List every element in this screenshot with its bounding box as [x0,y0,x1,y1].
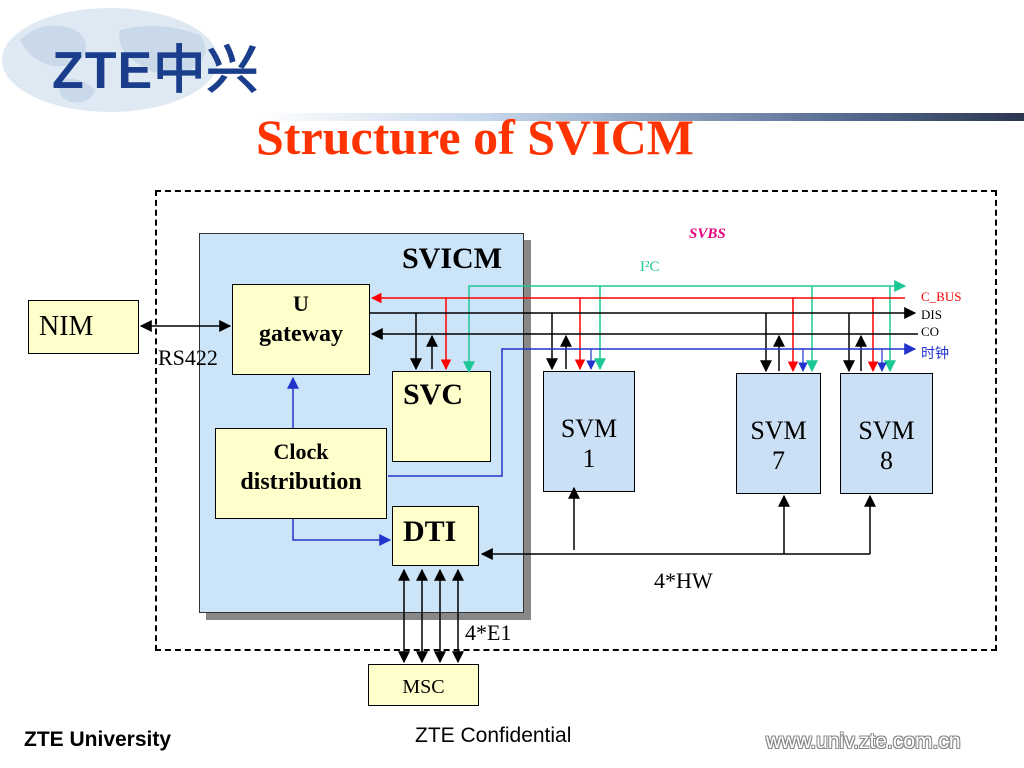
dti-box: DTI [392,506,479,566]
co-label: CO [921,324,940,339]
svm8-line2: 8 [880,446,893,475]
nim-box: NIM [28,300,139,354]
logo-text: ZTE中兴 [52,42,260,100]
u-gateway-line2: gateway [259,321,343,347]
svm7-box: SVM 7 [736,373,821,494]
clock-line2: distribution [240,469,362,495]
i2c-bus [463,280,907,374]
svc-label: SVC [403,378,464,411]
msc-box: MSC [368,664,479,706]
clock-bus-label: 时钟 [921,346,949,362]
svm7-line2: 7 [772,446,785,475]
svm8-box: SVM 8 [840,373,933,494]
title-divider [256,113,1024,121]
svm1-box: SVM 1 [543,371,635,492]
svicm-label: SVICM [402,242,503,275]
svm7-line1: SVM [750,416,807,445]
footer-university: ZTE University [24,728,172,751]
svm8-line1: SVM [858,416,915,445]
clock-bus [388,343,917,477]
e1-label: 4*E1 [465,620,512,645]
footer-website[interactable]: www.univ.zte.com.cn [766,730,961,753]
clock-line1: Clock [273,439,329,464]
page-title: Structure of SVICM [256,109,694,165]
clock-distribution-box: Clock distribution [215,428,387,519]
svm1-line2: 1 [582,444,596,473]
world-map-graphic [2,8,218,112]
svbs-label: SVBS [689,226,726,242]
dis-label: DIS [921,307,942,322]
svm1-line1: SVM [560,414,618,443]
footer-confidential: ZTE Confidential [415,724,572,747]
msc-label: MSC [402,676,445,698]
u-gateway-line1: U [293,291,309,316]
i2c-label: I²C [640,259,660,275]
svbs-boundary [155,190,997,651]
dti-label: DTI [403,515,457,548]
u-gateway-box: U gateway [232,284,370,375]
nim-label: NIM [39,311,94,342]
e1-links [398,568,464,664]
svc-box: SVC [392,371,491,462]
c-bus-label: C_BUS [921,289,962,304]
rs422-label: RS422 [158,345,218,370]
hw-label: 4*HW [654,568,713,593]
